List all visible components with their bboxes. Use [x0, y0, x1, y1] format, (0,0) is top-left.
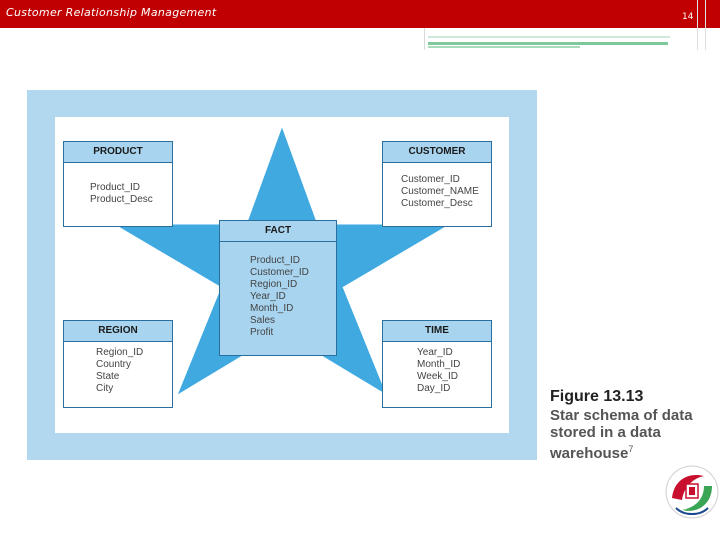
attribute: Week_ID — [417, 371, 458, 382]
attribute: Country — [96, 359, 132, 370]
caption-text: Star schema of data stored in a data war… — [550, 407, 693, 462]
attribute: Day_ID — [417, 383, 451, 394]
entity-fact: FACT Product_ID Customer_ID Region_ID Ye… — [219, 220, 337, 356]
attribute: Month_ID — [417, 359, 461, 370]
attribute: Product_Desc — [90, 194, 153, 205]
decorative-line — [428, 36, 670, 38]
entity-product-title: PRODUCT — [64, 142, 172, 163]
entity-region-title: REGION — [64, 321, 172, 342]
entity-customer-title: CUSTOMER — [383, 142, 491, 163]
figure-caption: Figure 13.13 Star schema of data stored … — [550, 388, 710, 462]
entity-fact-title: FACT — [220, 221, 336, 242]
attribute: Customer_ID — [401, 174, 460, 185]
attribute: Month_ID — [250, 303, 294, 314]
footnote-mark: 7 — [628, 444, 634, 454]
slide-number: 14 — [682, 12, 694, 22]
entity-customer: CUSTOMER Customer_ID Customer_NAME Custo… — [382, 141, 492, 227]
attribute: Customer_ID — [250, 267, 309, 278]
attribute: Profit — [250, 327, 274, 338]
entity-region: REGION Region_ID Country State City — [63, 320, 173, 408]
decorative-line — [424, 28, 425, 50]
attribute: Region_ID — [250, 279, 298, 290]
attribute: Customer_NAME — [401, 186, 479, 197]
attribute: Product_ID — [90, 182, 141, 193]
figure-label: Figure 13.13 — [550, 388, 644, 405]
attribute: Product_ID — [250, 255, 301, 266]
decorative-line — [428, 46, 580, 48]
attribute: City — [96, 383, 114, 394]
star-schema-diagram: PRODUCT Product_ID Product_Desc CUSTOMER… — [55, 117, 509, 433]
header-bar: Customer Relationship Management 14 — [0, 0, 720, 28]
entity-time: TIME Year_ID Month_ID Week_ID Day_ID — [382, 320, 492, 408]
figure-caption-text: Star schema of data stored in a data war… — [550, 407, 710, 462]
attribute: Sales — [250, 315, 276, 326]
decorative-line — [697, 0, 698, 50]
attribute: Region_ID — [96, 347, 144, 358]
attribute: Year_ID — [417, 347, 453, 358]
university-logo — [665, 465, 719, 519]
figure-panel: PRODUCT Product_ID Product_Desc CUSTOMER… — [27, 90, 537, 460]
presentation-title: Customer Relationship Management — [6, 6, 217, 19]
decorative-line — [428, 42, 668, 45]
attribute: Year_ID — [250, 291, 286, 302]
decorative-line — [705, 0, 706, 50]
entity-time-title: TIME — [383, 321, 491, 342]
attribute: Customer_Desc — [401, 198, 473, 209]
attribute: State — [96, 371, 120, 382]
entity-product: PRODUCT Product_ID Product_Desc — [63, 141, 173, 227]
